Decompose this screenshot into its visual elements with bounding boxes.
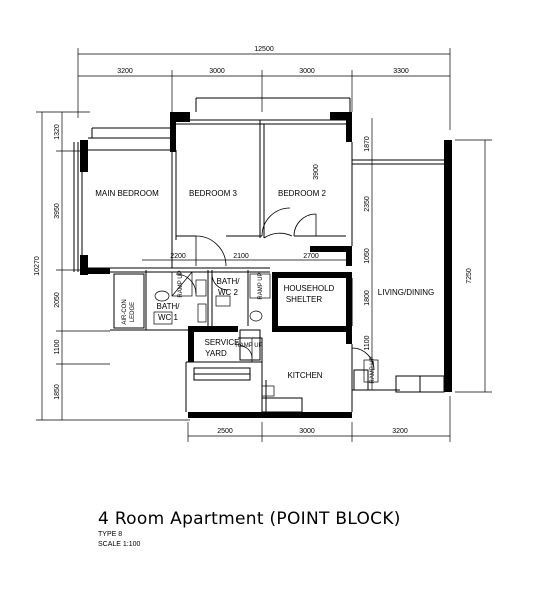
dim-mid-2: 2100: [233, 253, 249, 260]
dim-top-3: 3000: [299, 68, 315, 75]
structural-walls: [80, 112, 452, 418]
ramp-label-2: RAMP UP: [258, 272, 264, 299]
dim-bottom-3: 3200: [392, 428, 408, 435]
room-bedroom-3: BEDROOM 3: [189, 189, 238, 198]
room-service-yard-l1: SERVICE: [205, 338, 240, 347]
dim-right-overall: 7250: [466, 268, 473, 284]
dim-bottom-2: 3000: [299, 428, 315, 435]
room-main-bedroom: MAIN BEDROOM: [95, 189, 159, 198]
room-bath-wc1-l1: BATH/: [157, 302, 181, 311]
dim-top-4: 3300: [393, 68, 409, 75]
dim-left-3: 2050: [54, 292, 61, 308]
dim-left-overall: 10270: [34, 256, 41, 276]
door-swings: [175, 207, 375, 371]
dim-left-1: 1320: [54, 124, 61, 140]
dim-inner-2: 2350: [364, 196, 371, 212]
ramp-label-4: RAMP UP: [370, 356, 376, 383]
dim-top-1: 3200: [117, 68, 133, 75]
ramp-label-3: RAMP UP: [235, 343, 262, 349]
room-living-dining: LIVING/DINING: [378, 288, 434, 297]
dim-bottom-1: 2500: [217, 428, 233, 435]
ramp-label-1: RAMP UP: [178, 270, 184, 297]
dim-top-2: 3000: [209, 68, 225, 75]
room-kitchen: KITCHEN: [287, 371, 322, 380]
dim-mid-1: 2200: [170, 253, 186, 260]
ramps: [171, 271, 379, 383]
dim-left-4: 1100: [54, 339, 61, 354]
room-bath-wc2-l1: BATH/: [217, 277, 241, 286]
plan-title: 4 Room Apartment (POINT BLOCK): [98, 509, 401, 529]
plan-scale: SCALE 1:100: [98, 541, 141, 548]
room-bath-wc1-l2: WC 1: [158, 313, 179, 322]
dim-inner-5: 1100: [364, 335, 371, 350]
room-bath-wc2-l2: WC 2: [218, 288, 239, 297]
room-aircon-ledge-l2: LEDGE: [130, 302, 136, 322]
dim-left-2: 3950: [54, 203, 61, 219]
room-bedroom-2: BEDROOM 2: [278, 189, 327, 198]
dim-overall-width: 12500: [254, 46, 274, 53]
room-household-shelter-l1: HOUSEHOLD: [284, 284, 335, 293]
dim-inner-1: 1870: [364, 136, 371, 152]
dim-inner-3: 1050: [364, 248, 371, 264]
dim-bedroom2-depth: 3900: [313, 164, 320, 180]
room-aircon-ledge-l1: AIR-CON: [122, 299, 128, 324]
plan-type: TYPE 8: [98, 531, 123, 538]
room-service-yard-l2: YARD: [205, 349, 227, 358]
sanitary-fixtures: [153, 279, 275, 397]
room-household-shelter-l2: SHELTER: [286, 295, 323, 304]
dim-inner-4: 1800: [364, 290, 371, 306]
dim-mid-3: 2700: [303, 253, 319, 260]
dim-left-5: 1850: [54, 384, 61, 400]
title-block: 4 Room Apartment (POINT BLOCK) TYPE 8 SC…: [98, 508, 498, 550]
